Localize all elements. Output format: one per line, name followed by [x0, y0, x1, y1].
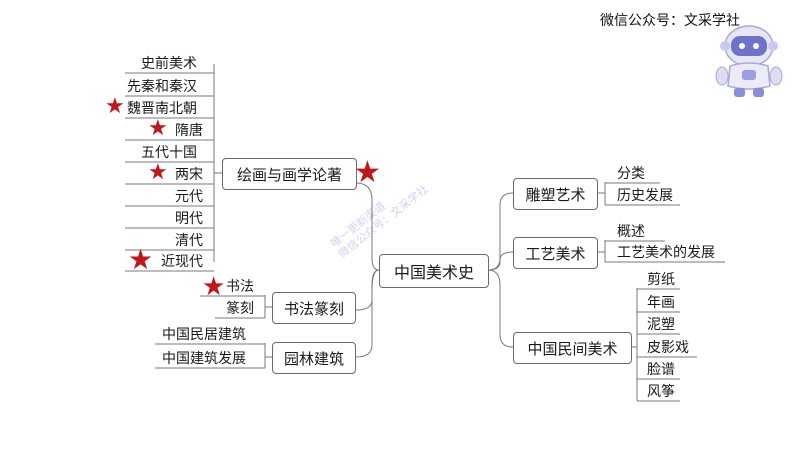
star-icon: ★ [128, 246, 153, 274]
branch-painting: 绘画与画学论著 [222, 158, 357, 190]
leaf-modern: 近现代 [161, 253, 203, 271]
leaf-seal-carving: 篆刻 [226, 300, 254, 318]
leaf-classification: 分类 [617, 165, 645, 183]
branch-garden: 园林建筑 [272, 342, 356, 374]
leaf-yuan: 元代 [175, 188, 203, 206]
robot-mascot-icon [712, 22, 786, 100]
star-icon: ★ [148, 118, 168, 140]
branch-craft: 工艺美术 [513, 237, 598, 269]
star-icon: ★ [354, 158, 381, 188]
leaf-kite: 风筝 [647, 383, 675, 401]
leaf-craft-dev: 工艺美术的发展 [617, 244, 715, 262]
branch-folk: 中国民间美术 [513, 332, 632, 364]
star-icon: ★ [202, 274, 225, 300]
leaf-paper-cut: 剪纸 [647, 271, 675, 289]
star-icon: ★ [105, 96, 125, 118]
leaf-prehistoric: 史前美术 [141, 55, 197, 73]
leaf-history: 历史发展 [617, 187, 673, 205]
leaf-sui-tang: 隋唐 [175, 122, 203, 140]
leaf-clay-sculpture: 泥塑 [647, 316, 675, 334]
leaf-calligraphy: 书法 [226, 278, 254, 296]
leaf-song: 两宋 [175, 166, 203, 184]
root-node: 中国美术史 [379, 254, 489, 288]
star-icon: ★ [148, 162, 168, 184]
leaf-ming: 明代 [175, 210, 203, 228]
leaf-overview: 概述 [617, 223, 645, 241]
leaf-folk-dwelling: 中国民居建筑 [162, 326, 246, 344]
leaf-new-year-painting: 年画 [647, 294, 675, 312]
leaf-opera-mask: 脸谱 [647, 361, 675, 379]
leaf-pre-qin-han: 先秦和秦汉 [127, 78, 197, 96]
leaf-shadow-play: 皮影戏 [647, 339, 689, 357]
branch-calligraphy: 书法篆刻 [272, 292, 356, 324]
leaf-qing: 清代 [175, 232, 203, 250]
leaf-architecture-dev: 中国建筑发展 [162, 350, 246, 368]
branch-sculpture: 雕塑艺术 [513, 178, 598, 210]
